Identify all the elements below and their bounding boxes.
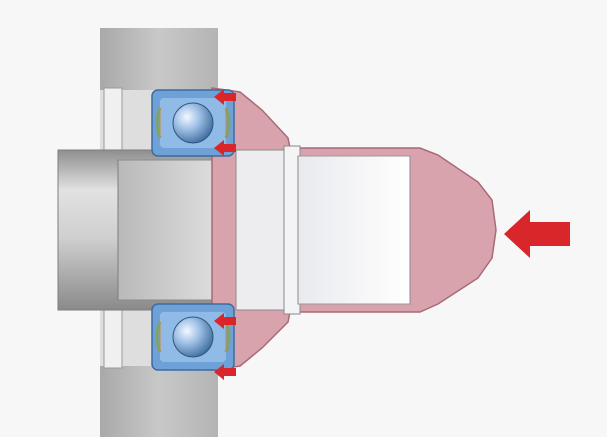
small-arrow-icon xyxy=(214,313,236,329)
small-arrow-icon xyxy=(214,364,236,380)
housing-shoulder-top xyxy=(103,87,123,151)
small-arrow-icon xyxy=(214,140,236,156)
ball-top xyxy=(172,102,214,144)
force-arrow-icon xyxy=(504,210,570,258)
bearing-force-arrows xyxy=(214,89,236,380)
seal-left-bottom xyxy=(155,321,162,353)
mounting-sleeve xyxy=(235,145,411,315)
bearing-upper xyxy=(151,89,235,157)
seal-left-top xyxy=(155,107,162,139)
ball-bottom xyxy=(172,316,214,358)
bearing-lower xyxy=(151,303,235,371)
small-arrow-icon xyxy=(214,89,236,105)
housing-shoulder-bottom xyxy=(103,305,123,369)
seal-right-top xyxy=(224,107,231,139)
